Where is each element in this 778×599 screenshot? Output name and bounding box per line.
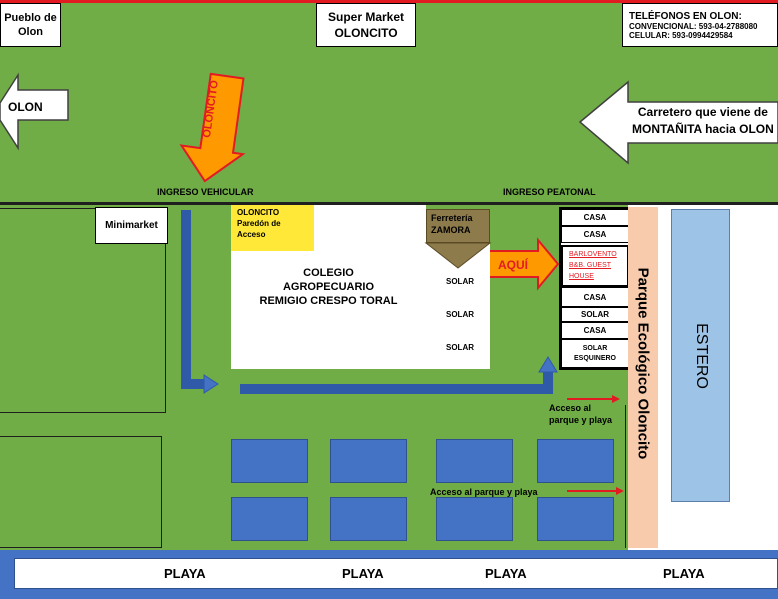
casa-3: CASA	[561, 287, 629, 307]
pool-7	[436, 497, 513, 541]
vehicular-path-1	[181, 210, 206, 389]
access-arrow-1-head	[612, 395, 620, 403]
ingreso-vehicular-label: INGRESO VEHICULAR	[157, 187, 254, 197]
pool-5	[231, 497, 308, 541]
vehicular-path-2-head	[538, 356, 558, 373]
parque-strip	[628, 207, 658, 548]
right-arrow-shape	[578, 80, 778, 165]
solar-casa-column: SOLAR	[561, 307, 629, 322]
aqui-arrow-shape	[487, 237, 560, 291]
aqui-label: AQUÍ	[498, 258, 528, 272]
pool-6	[330, 497, 407, 541]
estero-box: ESTERO	[671, 209, 730, 502]
solar-label-1: SOLAR	[446, 277, 474, 286]
vehicular-path-1-head	[203, 374, 219, 394]
left-arrow-shape	[0, 72, 69, 151]
casa-4: CASA	[561, 322, 629, 339]
oloncito-pared-box: OLONCITO Paredón de Acceso	[231, 205, 314, 251]
vehicular-path-2	[240, 370, 553, 394]
road-edge-line	[0, 202, 778, 205]
bottom-left-lot-outline	[0, 436, 162, 548]
minimarket-box: Minimarket	[95, 207, 168, 244]
solar-esquinero-box: SOLAR ESQUINERO	[561, 339, 629, 368]
acceso-2-label: Acceso al parque y playa	[430, 487, 538, 497]
top-red-border	[0, 0, 778, 3]
pool-3	[436, 439, 513, 483]
montanita-arrow-label: Carretero que viene de MONTAÑITA hacia O…	[632, 105, 774, 136]
oloncito-arrow-shape	[179, 72, 246, 183]
ferreteria-box: Ferretería ZAMORA	[426, 209, 490, 243]
playa-label-4: PLAYA	[663, 566, 705, 581]
beach-sand	[14, 558, 778, 589]
barlovento-box: BARLOVENTO B&B. GUEST HOUSE	[561, 245, 629, 287]
left-lot-outline	[0, 208, 166, 413]
casa-2: CASA	[561, 226, 629, 243]
pool-2	[330, 439, 407, 483]
pool-4	[537, 439, 614, 483]
phones-box: TELÉFONOS EN OLON: CONVENCIONAL: 593-04-…	[622, 3, 778, 47]
ingreso-peatonal-label: INGRESO PEATONAL	[503, 187, 596, 197]
bottom-right-lot-outline	[160, 405, 626, 548]
casa-1: CASA	[561, 209, 629, 226]
playa-label-2: PLAYA	[342, 566, 384, 581]
parque-label: Parque Ecológico Oloncito	[634, 267, 652, 460]
ferreteria-roof-top	[424, 242, 492, 269]
playa-label-1: PLAYA	[164, 566, 206, 581]
playa-label-3: PLAYA	[485, 566, 527, 581]
access-arrow-2-head	[616, 487, 624, 495]
acceso-1-label: Acceso al parque y playa	[549, 403, 613, 425]
solar-label-2: SOLAR	[446, 310, 474, 319]
olon-arrow-label: OLON	[8, 100, 43, 114]
pool-8	[537, 497, 614, 541]
pueblo-olon-label: Pueblo de Olon	[0, 3, 61, 47]
supermarket-oloncito-label: Super Market OLONCITO	[316, 3, 416, 47]
pool-1	[231, 439, 308, 483]
solar-label-3: SOLAR	[446, 343, 474, 352]
